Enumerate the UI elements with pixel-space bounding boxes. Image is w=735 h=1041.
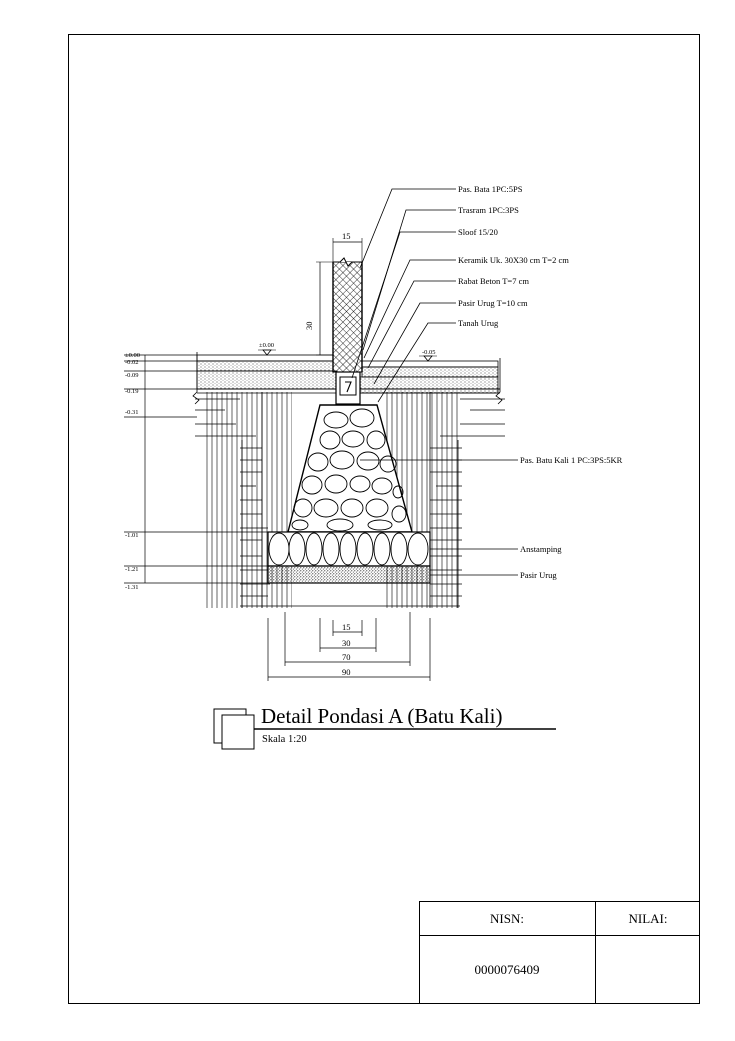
drawing-scale: Skala 1:20 (262, 734, 307, 745)
nisn-value: 0000076409 (475, 962, 540, 977)
callout-slab: Rabat Beton T=7 cm (458, 276, 529, 286)
soil-hatch-bars-left (195, 398, 460, 607)
callout-stone: Pas. Batu Kali 1 PC:3PS:5KR (520, 455, 623, 465)
callout-anstamping: Anstamping (520, 544, 562, 554)
callout-sand-bed: Pasir Urug (520, 570, 557, 580)
level-label: ±0.00 (125, 352, 140, 359)
stone-pattern (291, 408, 407, 532)
floor-tile-layer (196, 354, 334, 362)
level-mark-label: -0.05 (422, 349, 436, 356)
callout-trasram: Trasram 1PC:3PS (458, 205, 519, 215)
level-lines (124, 354, 268, 584)
callout-sloof: Sloof 15/20 (458, 227, 498, 237)
break-mark-right (495, 358, 503, 405)
dim-wall-width: 15 (342, 231, 351, 241)
level-label: -0.02 (125, 359, 139, 366)
anstamping-layer (267, 531, 431, 567)
level-label: -1.31 (125, 584, 139, 591)
brick-wall (332, 261, 363, 373)
callout-soil: Tanah Urug (458, 318, 499, 328)
sand-fill-left (196, 370, 338, 390)
callout-leaders (351, 188, 518, 576)
caption-symbol (213, 708, 255, 750)
level-marker-0 (262, 349, 272, 356)
callout-ceramic: Keramik Uk. 30X30 cm T=2 cm (458, 255, 569, 265)
dim-bottom-90: 90 (342, 667, 351, 677)
break-mark-left (192, 352, 200, 405)
dim-bottom-70: 70 (342, 652, 351, 662)
dim-bottom-15: 15 (342, 622, 351, 632)
foundation-section (124, 188, 518, 681)
level-label: -0.09 (125, 372, 139, 379)
callout-brick: Pas. Bata 1PC:5PS (458, 184, 523, 194)
level-label: -1.01 (125, 532, 139, 539)
concrete-slab-left (196, 360, 334, 372)
level-label: -1.21 (125, 566, 139, 573)
dim-bottom-30: 30 (342, 638, 351, 648)
level-marker-1 (423, 355, 433, 362)
drawing-title: Detail Pondasi A (Batu Kali) (261, 704, 502, 728)
level-label: -0.19 (125, 388, 139, 395)
sand-bed (267, 565, 431, 584)
bottom-dimensions (267, 612, 431, 681)
sheet-border (68, 34, 700, 1004)
level-label: -0.31 (125, 409, 139, 416)
nilai-label: NILAI: (629, 911, 668, 926)
dim-wall-height: 30 (304, 322, 314, 331)
floor-tile-layer-right (361, 360, 499, 368)
sand-fill-right (357, 376, 499, 394)
anstamping-stones (268, 532, 429, 566)
callout-sand-fill: Pasir Urug T=10 cm (458, 298, 528, 308)
title-block (419, 901, 700, 1004)
level-mark-label: ±0.00 (259, 342, 274, 349)
nisn-label: NISN: (490, 911, 524, 926)
